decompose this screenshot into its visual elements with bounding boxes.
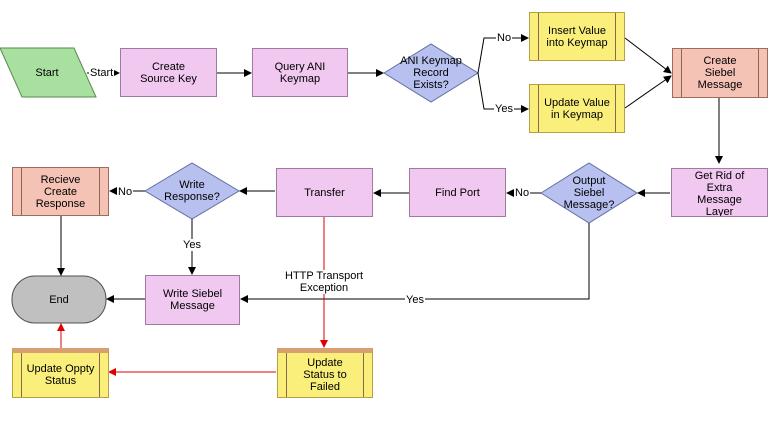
write-siebel-message-node[interactable]: Write Siebel Message xyxy=(145,275,240,325)
start-node[interactable]: Start xyxy=(14,48,80,97)
ani-keymap-exists-label: ANI Keymap Record Exists? xyxy=(400,55,462,91)
find-port-label: Find Port xyxy=(435,186,480,199)
query-ani-keymap-node[interactable]: Query ANI Keymap xyxy=(252,48,348,97)
start-label: Start xyxy=(35,66,59,79)
edge-label-no-recieve: No xyxy=(117,186,134,198)
edge-output-writesiebel xyxy=(240,223,590,303)
insert-value-node[interactable]: Insert Value into Keymap xyxy=(529,12,625,61)
update-status-failed-label: Update Status to Failed xyxy=(303,357,347,393)
insert-value-label: Insert Value into Keymap xyxy=(546,24,608,49)
end-label: End xyxy=(49,293,69,306)
create-source-key-label: Create Source Key xyxy=(140,60,197,85)
transfer-label: Transfer xyxy=(304,186,345,199)
create-source-key-node[interactable]: Create Source Key xyxy=(120,48,217,97)
edge-label-yes-output: Yes xyxy=(405,294,425,306)
update-value-label: Update Value in Keymap xyxy=(544,96,610,121)
edge-label-no-insert: No xyxy=(496,32,513,44)
transfer-node[interactable]: Transfer xyxy=(276,168,373,217)
create-siebel-message-label: Create Siebel Message xyxy=(697,55,743,91)
write-siebel-message-label: Write Siebel Message xyxy=(162,288,223,312)
edge-update-create-siebel xyxy=(624,75,672,109)
create-siebel-message-node[interactable]: Create Siebel Message xyxy=(672,48,768,98)
edge-label-yes-update: Yes xyxy=(494,103,514,115)
ani-keymap-exists-decision[interactable]: ANI Keymap Record Exists? xyxy=(384,44,478,102)
edge-insert-create-siebel xyxy=(624,37,672,74)
edge-label-yes-write: Yes xyxy=(182,239,202,251)
output-siebel-message-label: Output Siebel Message? xyxy=(563,175,615,211)
get-rid-of-layer-label: Get Rid of Extra Message Layer xyxy=(694,170,745,217)
update-oppty-status-label: Update Oppty Status xyxy=(26,363,95,387)
write-response-decision[interactable]: Write Response? xyxy=(145,163,239,219)
find-port-node[interactable]: Find Port xyxy=(409,168,506,217)
update-status-failed-node[interactable]: Update Status to Failed xyxy=(277,348,373,398)
edge-decision-insert xyxy=(477,34,529,74)
update-oppty-status-node[interactable]: Update Oppty Status xyxy=(12,348,109,398)
edge-label-http-exception: HTTP Transport Exception xyxy=(284,270,365,294)
get-rid-of-layer-node[interactable]: Get Rid of Extra Message Layer xyxy=(671,168,768,217)
end-node[interactable]: End xyxy=(12,276,106,323)
edge-label-start: Start xyxy=(89,67,115,79)
recieve-create-response-node[interactable]: Recieve Create Response xyxy=(12,167,109,216)
write-response-label: Write Response? xyxy=(164,179,220,203)
recieve-create-response-label: Recieve Create Response xyxy=(35,173,86,210)
output-siebel-message-decision[interactable]: Output Siebel Message? xyxy=(541,163,637,223)
query-ani-keymap-label: Query ANI Keymap xyxy=(274,60,326,85)
update-value-node[interactable]: Update Value in Keymap xyxy=(529,84,625,133)
edge-label-no-findport: No xyxy=(514,187,531,199)
start-shape[interactable] xyxy=(0,47,97,98)
